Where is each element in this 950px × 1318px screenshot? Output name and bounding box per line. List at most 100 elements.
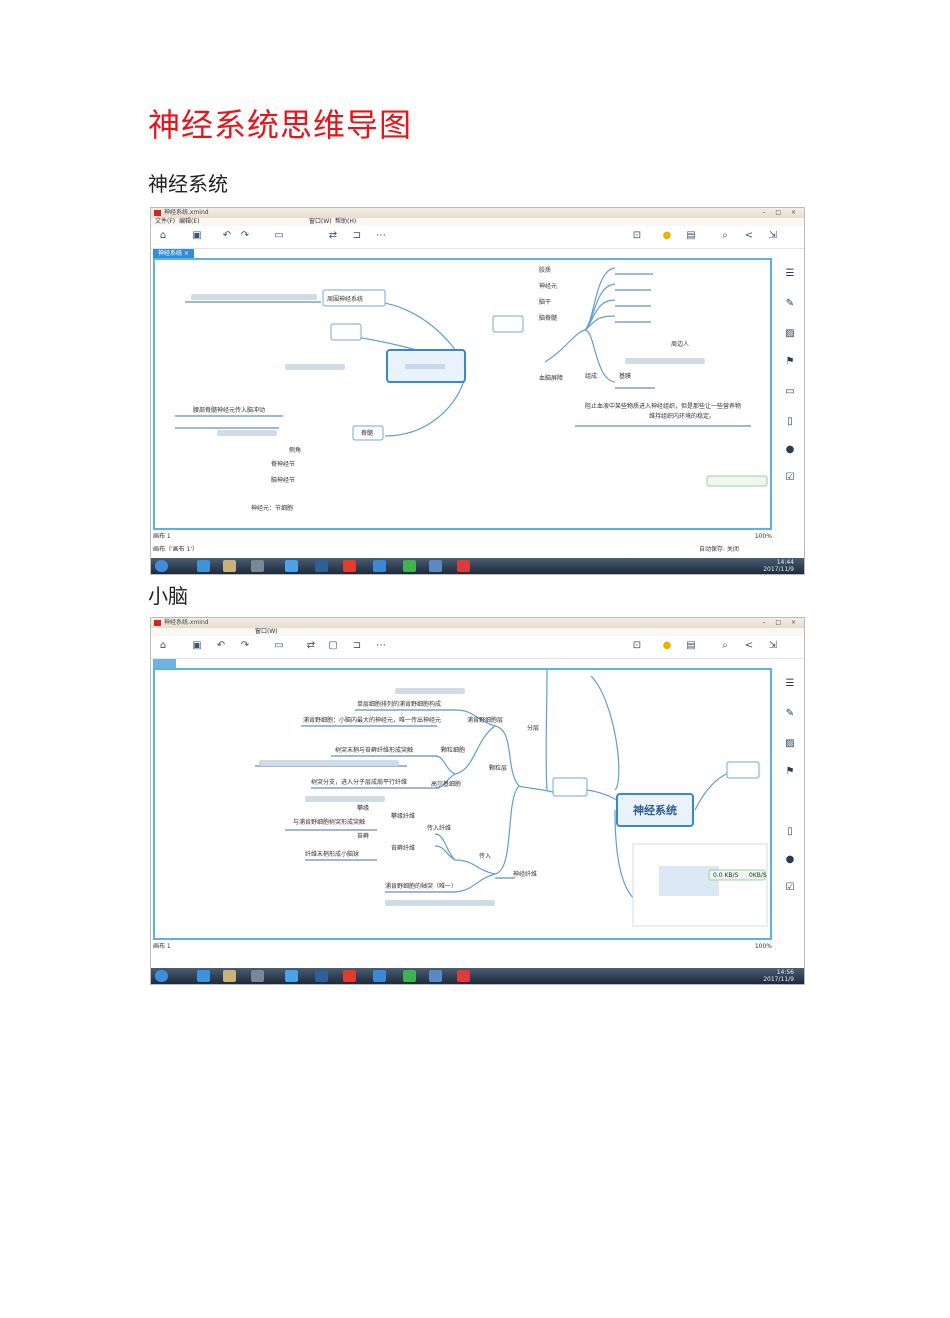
node-spine[interactable]: 脊髓 [361,429,373,437]
presentation-icon[interactable]: ⊡ [632,640,642,651]
xmind-taskbar-icon[interactable] [457,970,470,982]
mindmap-canvas[interactable]: 周围神经系统 脊髓 胶质 神经元 脑干 脑脊髓 血脑屏障 组成 基膜 周边人 阻… [153,258,772,530]
media-icon[interactable] [251,560,264,572]
redo-icon[interactable]: ↷ [240,640,250,651]
explorer-icon[interactable] [223,970,236,982]
node-neuron[interactable]: 神经元 [539,282,557,290]
app-icon-green[interactable] [403,560,416,572]
search-icon[interactable]: ⌕ [722,230,728,241]
save-icon[interactable]: ▣ [192,230,202,241]
app-icon-bird[interactable] [373,970,386,982]
app-icon-red[interactable] [343,970,356,982]
node-brainstem[interactable]: 脑干 [539,298,551,306]
share-icon[interactable]: < [744,230,754,241]
node-granular-layer[interactable]: 颗粒层 [489,764,507,772]
menu-window[interactable]: 窗口(W) [255,628,278,635]
save-icon[interactable]: ▣ [192,640,202,651]
summary-icon[interactable]: ⊐ [352,640,362,651]
menu-help[interactable]: 帮助(H) [335,218,357,225]
relationship-icon[interactable]: ⇄ [306,640,316,651]
marker-flag-icon[interactable]: ⚑ [785,356,795,367]
window-controls[interactable]: – □ × [762,619,800,626]
zoom-level[interactable]: 100% [754,943,772,950]
task-icon[interactable]: ☑ [785,472,795,483]
node-purkinje-layer[interactable]: 浦肯野细胞层 [467,716,503,724]
export-icon[interactable]: ⇲ [768,640,778,651]
tab-current[interactable] [153,659,177,668]
window-controls[interactable]: – □ × [762,209,800,216]
idea-bulb-icon[interactable]: ● [662,230,672,241]
ie-icon[interactable] [197,560,210,572]
comment-icon[interactable]: ● [785,444,795,455]
mindmap-canvas[interactable]: 神经系统 单层细胞排列的浦肯野细胞构成 浦肯野细胞：小脑内最大的神经元，唯一传出… [153,668,772,940]
marker-flag-icon[interactable]: ⚑ [785,766,795,777]
node-granule[interactable]: 颗粒细胞 [441,746,465,754]
node-mossy-fiber[interactable]: 苔藓纤维 [391,844,415,852]
canvas-sheet-label[interactable]: 画布 1 [153,533,171,540]
app-icon-red[interactable] [343,560,356,572]
format-brush-icon[interactable]: ✎ [785,708,795,719]
comment-icon[interactable]: ● [785,854,795,865]
node-side[interactable]: 侧角 [289,446,301,454]
main-topic[interactable]: 神经系统 [633,803,677,817]
app-icon-bird[interactable] [373,560,386,572]
node-afferent[interactable]: 传入纤维 [427,824,451,832]
home-icon[interactable]: ⌂ [159,230,167,241]
home-icon[interactable]: ⌂ [159,640,167,651]
node-input[interactable]: 传入 [479,852,491,860]
app-icon-blue[interactable] [285,560,298,572]
format-brush-icon[interactable]: ✎ [785,298,795,309]
topic-icon[interactable]: ▭ [274,640,284,651]
topic-icon[interactable]: ▭ [274,230,284,241]
layout-icon[interactable]: ▤ [686,230,696,241]
undo-icon[interactable]: ↶ [216,640,226,651]
menu-window[interactable]: 窗口(W) [309,218,332,225]
node-glia[interactable]: 胶质 [539,266,551,274]
node-nerve-fiber[interactable]: 神经纤维 [513,870,537,878]
boundary-icon[interactable]: ▢ [328,640,338,651]
app-icon-word[interactable] [429,560,442,572]
tab-nervous-system[interactable]: 神经系统 × [153,249,194,258]
menu-file[interactable]: 文件(F) [155,218,176,225]
app-icon-blue[interactable] [285,970,298,982]
node-medulla[interactable]: 脑脊髓 [539,314,557,322]
export-icon[interactable]: ⇲ [768,230,778,241]
node-bbb[interactable]: 血脑屏障 [539,374,563,382]
outline-icon[interactable]: ☰ [785,268,795,279]
node-person[interactable]: 周边人 [671,340,689,348]
outline-icon[interactable]: ☰ [785,678,795,689]
search-icon[interactable]: ⌕ [722,640,728,651]
menu-edit[interactable]: 编辑(E) [179,218,200,225]
xmind-taskbar-icon[interactable] [457,560,470,572]
zoom-level[interactable]: 100% [754,533,772,540]
calculator-icon[interactable] [315,970,328,982]
media-icon[interactable] [251,970,264,982]
document-icon[interactable]: ▯ [787,826,793,837]
node-basement[interactable]: 基膜 [619,372,631,380]
idea-bulb-icon[interactable]: ● [662,640,672,651]
summary-icon[interactable]: ⊐ [352,230,362,241]
start-button-icon[interactable] [155,970,168,982]
presentation-icon[interactable]: ⊡ [632,230,642,241]
more-icon[interactable]: ⋯ [376,230,386,241]
app-icon-green[interactable] [403,970,416,982]
node-cranial[interactable]: 脑神经节 [271,476,295,484]
calculator-icon[interactable] [315,560,328,572]
node-golgi[interactable]: 高尔基细胞 [431,780,461,788]
node-climbing-fiber[interactable]: 攀缘纤维 [391,812,415,820]
notes-icon[interactable]: ▭ [785,386,795,397]
layout-icon[interactable]: ▤ [686,640,696,651]
start-button-icon[interactable] [155,560,168,572]
image-icon[interactable]: ▨ [785,328,795,339]
node-neuron-types[interactable]: 神经元：节细胞 [251,504,293,512]
explorer-icon[interactable] [223,560,236,572]
node-layer[interactable]: 分层 [527,724,539,732]
relationship-icon[interactable]: ⇄ [328,230,338,241]
undo-icon[interactable]: ↶ [222,230,232,241]
node-spinal-nerve[interactable]: 脊神经节 [271,460,295,468]
node-peripheral[interactable]: 周围神经系统 [327,295,363,303]
image-icon[interactable]: ▨ [785,738,795,749]
ie-icon[interactable] [197,970,210,982]
canvas-sheet-label[interactable]: 画布 1 [153,943,171,950]
document-icon[interactable]: ▯ [787,416,793,427]
